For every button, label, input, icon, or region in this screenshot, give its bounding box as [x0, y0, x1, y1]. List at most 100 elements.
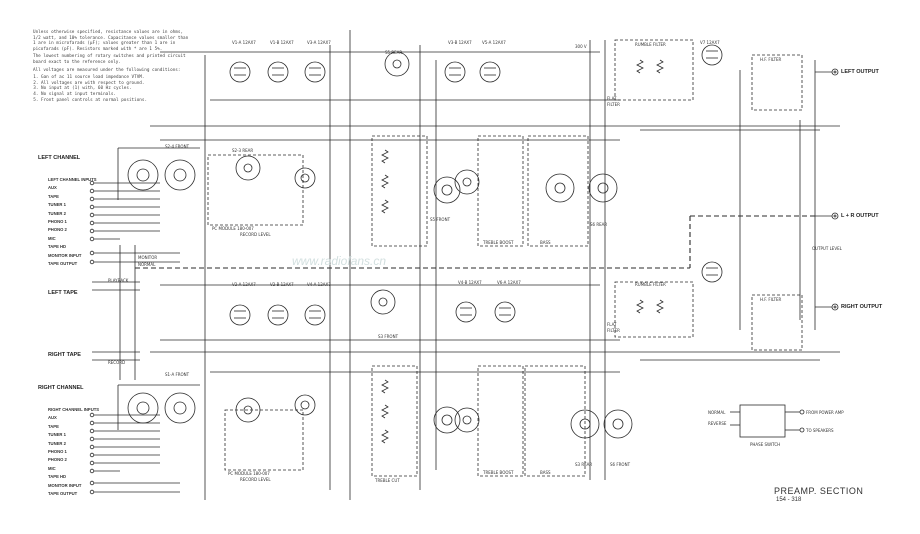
right-channel-label: RIGHT CHANNEL — [38, 385, 84, 391]
lr-output-label: L + R OUTPUT — [841, 213, 879, 219]
right-input-label: TAPE OUTPUT — [48, 491, 78, 497]
right-input-label: TAPE HD — [48, 474, 67, 480]
record-label: RECORD — [108, 360, 126, 365]
tube-v2a-label: V2-A 12AX7 — [232, 282, 256, 287]
tone-control-boxes — [371, 135, 589, 477]
left-input-bank — [92, 182, 180, 263]
output-level-label: OUTPUT LEVEL — [812, 246, 842, 251]
channel-divider — [135, 215, 815, 269]
hf-filter-label-right: H.F. FILTER — [760, 297, 782, 302]
notes-wafer: The lowest numbering of rotary switches … — [33, 54, 186, 65]
tube-v1a-label: V1-A 12AX7 — [232, 40, 256, 45]
record-level-switches — [235, 155, 316, 423]
notes-condition: Front panel controls at normal positions… — [41, 98, 193, 104]
tube-v6a-label: V6-A 12AX7 — [497, 280, 521, 285]
left-input-label: PHONO 1 — [48, 219, 67, 225]
pc-module-label-right: PC MODULE 180-007 — [228, 471, 270, 476]
reverse-phase-label: REVERSE — [708, 421, 727, 426]
normal-label: NORMAL — [138, 262, 156, 267]
resistor-ladders — [381, 59, 664, 444]
phase-switch-diagram — [730, 404, 805, 438]
filter-label-right: FILTER — [607, 328, 620, 333]
treble-boost-label-right: TREBLE BOOST — [483, 470, 514, 475]
switch-s6-front-label: S6 FRONT — [610, 462, 631, 467]
supply-label: 300 V — [575, 44, 587, 49]
output-connectors — [815, 68, 839, 311]
left-input-label: TUNER 2 — [48, 210, 66, 216]
input-jacks — [89, 180, 95, 495]
switch-s5-front-label: S5 FRONT — [430, 217, 451, 222]
left-input-label: TAPE — [48, 193, 59, 199]
rumble-filter-label-left: RUMBLE FILTER — [635, 42, 666, 47]
watermark: www.radiofans.cn — [292, 254, 387, 268]
record-level-label-right: RECORD LEVEL — [240, 477, 271, 482]
right-input-label: TAPE — [48, 423, 59, 429]
left-output-label: LEFT OUTPUT — [841, 69, 879, 75]
pc-module-label-left: PC MODULE 180-007 — [212, 226, 254, 231]
pc-module-boxes — [207, 154, 304, 471]
selector-switch-s1-left — [117, 147, 200, 200]
schematic-notes: Unless otherwise specified, resistance v… — [33, 30, 193, 103]
switch-s3-front-label: S3 FRONT — [378, 334, 399, 339]
left-tape-label: LEFT TAPE — [48, 290, 78, 296]
record-level-label-left: RECORD LEVEL — [240, 232, 271, 237]
right-input-label: MIC — [48, 465, 56, 471]
left-input-label: PHONO 2 — [48, 227, 67, 233]
right-output-label: RIGHT OUTPUT — [841, 304, 883, 310]
left-input-label: TAPE OUTPUT — [48, 261, 78, 267]
notes-condition: All voltages are with respect to ground. — [41, 81, 193, 87]
switch-s2-front-label: S2-4 FRONT — [165, 144, 190, 149]
left-input-label: AUX — [48, 185, 57, 191]
switch-s3-rear-label: S3 REAR — [575, 462, 593, 467]
notes-conditions: Gan of ac 11 source load impedance VTVM.… — [33, 75, 193, 103]
vertical-feeders — [204, 30, 816, 500]
flat-label-right: FLAT — [607, 322, 617, 327]
notes-condition: No input at (1) with, 60 Hz cycles. — [41, 86, 193, 92]
notes-condition: No signal at input terminals. — [41, 92, 193, 98]
tape-monitor-wiring — [92, 245, 140, 380]
right-input-label: AUX — [48, 415, 57, 421]
bass-label-left: BASS — [540, 240, 551, 245]
upper-bus-lines — [150, 51, 840, 141]
left-input-label: MONITOR INPUT — [48, 252, 82, 258]
left-channel-label: LEFT CHANNEL — [38, 155, 81, 161]
selector-switch-s1-right — [117, 384, 200, 430]
right-inputs-header: RIGHT CHANNEL INPUTS — [48, 407, 100, 412]
normal-phase-label: NORMAL — [708, 410, 726, 415]
sheet-subtitle: 154 - 318 — [776, 497, 802, 503]
tubes-lower — [229, 261, 723, 326]
switch-s1-front-label: S1-A FRONT — [165, 372, 190, 377]
tube-v2b-label: V2-B 12AX7 — [270, 282, 294, 287]
notes-intro: Unless otherwise specified, resistance v… — [33, 30, 189, 52]
tube-v1b-label: V1-B 12AX7 — [270, 40, 294, 45]
right-input-label: TUNER 2 — [48, 440, 66, 446]
tube-v3a-label: V3-A 12AX7 — [307, 40, 331, 45]
lower-bus-lines — [150, 284, 840, 373]
switch-s5-rear-label: S5 REAR — [385, 50, 403, 55]
filter-boxes — [614, 39, 803, 351]
right-tape-label: RIGHT TAPE — [48, 352, 81, 358]
tube-v5a-label: V5-A 12AX7 — [482, 40, 506, 45]
tube-v3b-label: V3-B 12AX7 — [448, 40, 472, 45]
tube-v4b-label: V4-B 12AX7 — [458, 280, 482, 285]
tube-v7-label: V7 12AX7 — [700, 40, 720, 45]
left-input-label: TUNER 1 — [48, 202, 66, 208]
right-inputs-list: RIGHT CHANNEL INPUTS AUX TAPE TUNER 1 TU… — [48, 406, 99, 498]
sheet-title: PREAMP. SECTION — [774, 486, 864, 496]
right-input-label: PHONO 2 — [48, 457, 67, 463]
notes-condition: Gan of ac 11 source load impedance VTVM. — [41, 75, 193, 81]
rumble-filter-label-right: RUMBLE FILTER — [635, 282, 666, 287]
left-inputs-header: LEFT CHANNEL INPUTS — [48, 177, 97, 182]
right-input-bank — [92, 414, 180, 493]
monitor-label: MONITOR — [138, 255, 158, 260]
switch-s6-rear-label: S6 REAR — [590, 222, 608, 227]
switch-s2-rear-label: S2-3 REAR — [232, 148, 254, 153]
tone-switch-wafers — [370, 51, 633, 439]
bass-label-right: BASS — [540, 470, 551, 475]
treble-cut-label-right: TREBLE CUT — [375, 478, 400, 483]
notes-voltages: All voltages are measured under the foll… — [33, 67, 181, 73]
hf-filter-label-left: H.F. FILTER — [760, 57, 782, 62]
tubes-upper — [229, 44, 723, 83]
right-input-label: MONITOR INPUT — [48, 482, 82, 488]
